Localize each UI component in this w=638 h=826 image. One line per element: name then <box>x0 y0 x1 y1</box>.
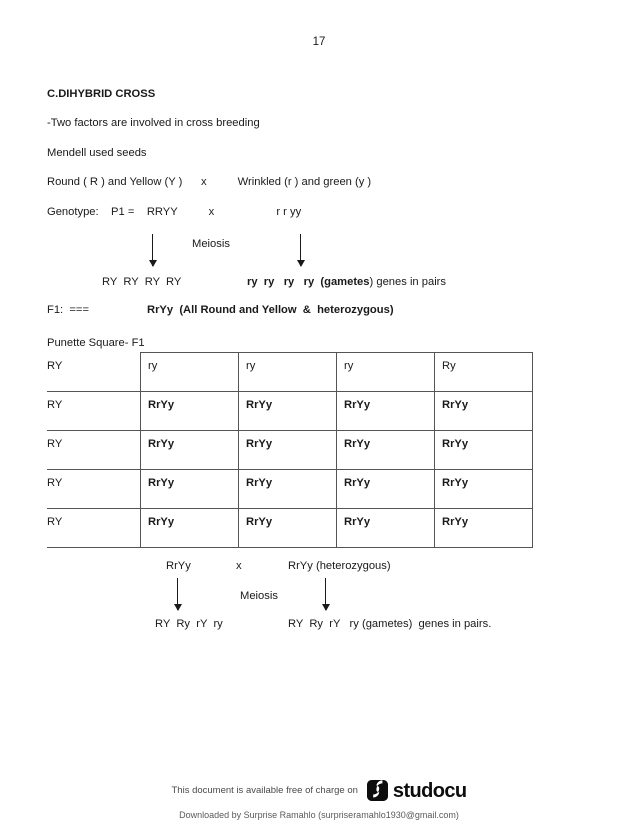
meiosis-arrow-left <box>148 234 157 268</box>
intro-line: -Two factors are involved in cross breed… <box>47 117 260 130</box>
row-header-2: RY <box>47 469 141 509</box>
meiosis-diagram-two: RrYy x RrYy (heterozygous) Meiosis RY Ry… <box>0 560 638 640</box>
page-footer: This document is available free of charg… <box>0 780 638 820</box>
row-header-1: RY <box>47 430 141 470</box>
second-cross-symbol: x <box>236 560 242 572</box>
second-cross-parent-right: RrYy (heterozygous) <box>288 560 391 572</box>
mendel-line: Mendell used seeds <box>47 146 147 159</box>
punnett-cell-0-1: RrYy <box>238 391 337 431</box>
second-gametes-right: RY Ry rY ry (gametes) genes in pairs. <box>288 618 492 630</box>
studocu-s-logo-icon <box>366 780 388 801</box>
studocu-promo: This document is available free of charg… <box>0 780 638 801</box>
second-cross-parent-left: RrYy <box>166 560 191 572</box>
punnett-cell-1-1: RrYy <box>238 430 337 470</box>
column-header-1: ry <box>238 352 337 392</box>
column-header-0: ry <box>140 352 239 392</box>
meiosis-diagram-one: Meiosis RY RY RY RY ry ry ry ry (gametes… <box>47 232 567 304</box>
download-attribution: Downloaded by Surprise Ramahlo (surprise… <box>179 810 459 820</box>
f1-prefix: F1: === <box>47 304 89 317</box>
punnett-cell-3-2: RrYy <box>336 508 435 548</box>
table-row: RY RrYy RrYy RrYy RrYy <box>47 508 533 548</box>
table-row: RY RrYy RrYy RrYy RrYy <box>47 391 533 431</box>
punnett-corner-cell: RY <box>47 359 63 372</box>
punnett-cell-1-3: RrYy <box>434 430 533 470</box>
gametes-right-parent: ry ry ry ry (gametes) genes in pairs <box>247 276 446 288</box>
punnett-body: RY ry ry ry Ry RY RrYy RrYy RrYy RrYy RY… <box>47 352 533 548</box>
punnett-cell-3-1: RrYy <box>238 508 337 548</box>
punnett-cell-2-0: RrYy <box>140 469 239 509</box>
punnett-cell-0-2: RrYy <box>336 391 435 431</box>
meiosis-label-two: Meiosis <box>240 590 278 602</box>
row-header-0: RY <box>47 391 141 431</box>
genotype-line: Genotype: P1 = RRYY x r r yy <box>47 205 302 218</box>
section-heading: C.DIHYBRID CROSS <box>47 88 156 100</box>
punnett-cell-3-0: RrYy <box>140 508 239 548</box>
table-row: RY RrYy RrYy RrYy RrYy <box>47 469 533 509</box>
f1-result: RrYy (All Round and Yellow & heterozygou… <box>146 304 394 317</box>
document-content: C.DIHYBRID CROSS -Two factors are involv… <box>47 88 567 366</box>
meiosis-arrow-right-two <box>321 578 330 611</box>
meiosis-label: Meiosis <box>192 238 230 251</box>
column-header-3: Ry <box>434 352 533 392</box>
f1-line: F1: === RrYy (All Round and Yellow & hete… <box>47 304 567 317</box>
punnett-cell-2-3: RrYy <box>434 469 533 509</box>
punnett-cell-1-0: RrYy <box>140 430 239 470</box>
promo-text: This document is available free of charg… <box>171 785 358 796</box>
table-header-row: RY ry ry ry Ry <box>47 352 533 392</box>
phenotype-line: Round ( R ) and Yellow (Y ) x Wrinkled (… <box>47 176 372 189</box>
second-gametes-left: RY Ry rY ry <box>155 618 223 630</box>
table-row: RY RrYy RrYy RrYy RrYy <box>47 430 533 470</box>
punnett-caption: Punette Square- F1 <box>47 336 145 349</box>
punnett-cell-0-0: RrYy <box>140 391 239 431</box>
column-header-2: ry <box>336 352 435 392</box>
studocu-logo[interactable]: studocu <box>366 779 467 802</box>
studocu-wordmark: studocu <box>392 779 467 802</box>
punnett-cell-2-1: RrYy <box>238 469 337 509</box>
punnett-square-table: RY ry ry ry Ry RY RrYy RrYy RrYy RrYy RY… <box>47 352 533 548</box>
row-header-3: RY <box>47 508 141 548</box>
gametes-left-parent: RY RY RY RY <box>102 276 182 289</box>
gametes-right-bold: ry ry ry ry (gametes <box>247 276 370 289</box>
punnett-cell-0-3: RrYy <box>434 391 533 431</box>
punnett-cell-3-3: RrYy <box>434 508 533 548</box>
gametes-right-plain: ) genes in pairs <box>369 276 447 289</box>
meiosis-arrow-left-two <box>173 578 182 611</box>
meiosis-arrow-right <box>296 234 305 268</box>
punnett-cell-2-2: RrYy <box>336 469 435 509</box>
page-number: 17 <box>312 36 326 48</box>
punnett-cell-1-2: RrYy <box>336 430 435 470</box>
